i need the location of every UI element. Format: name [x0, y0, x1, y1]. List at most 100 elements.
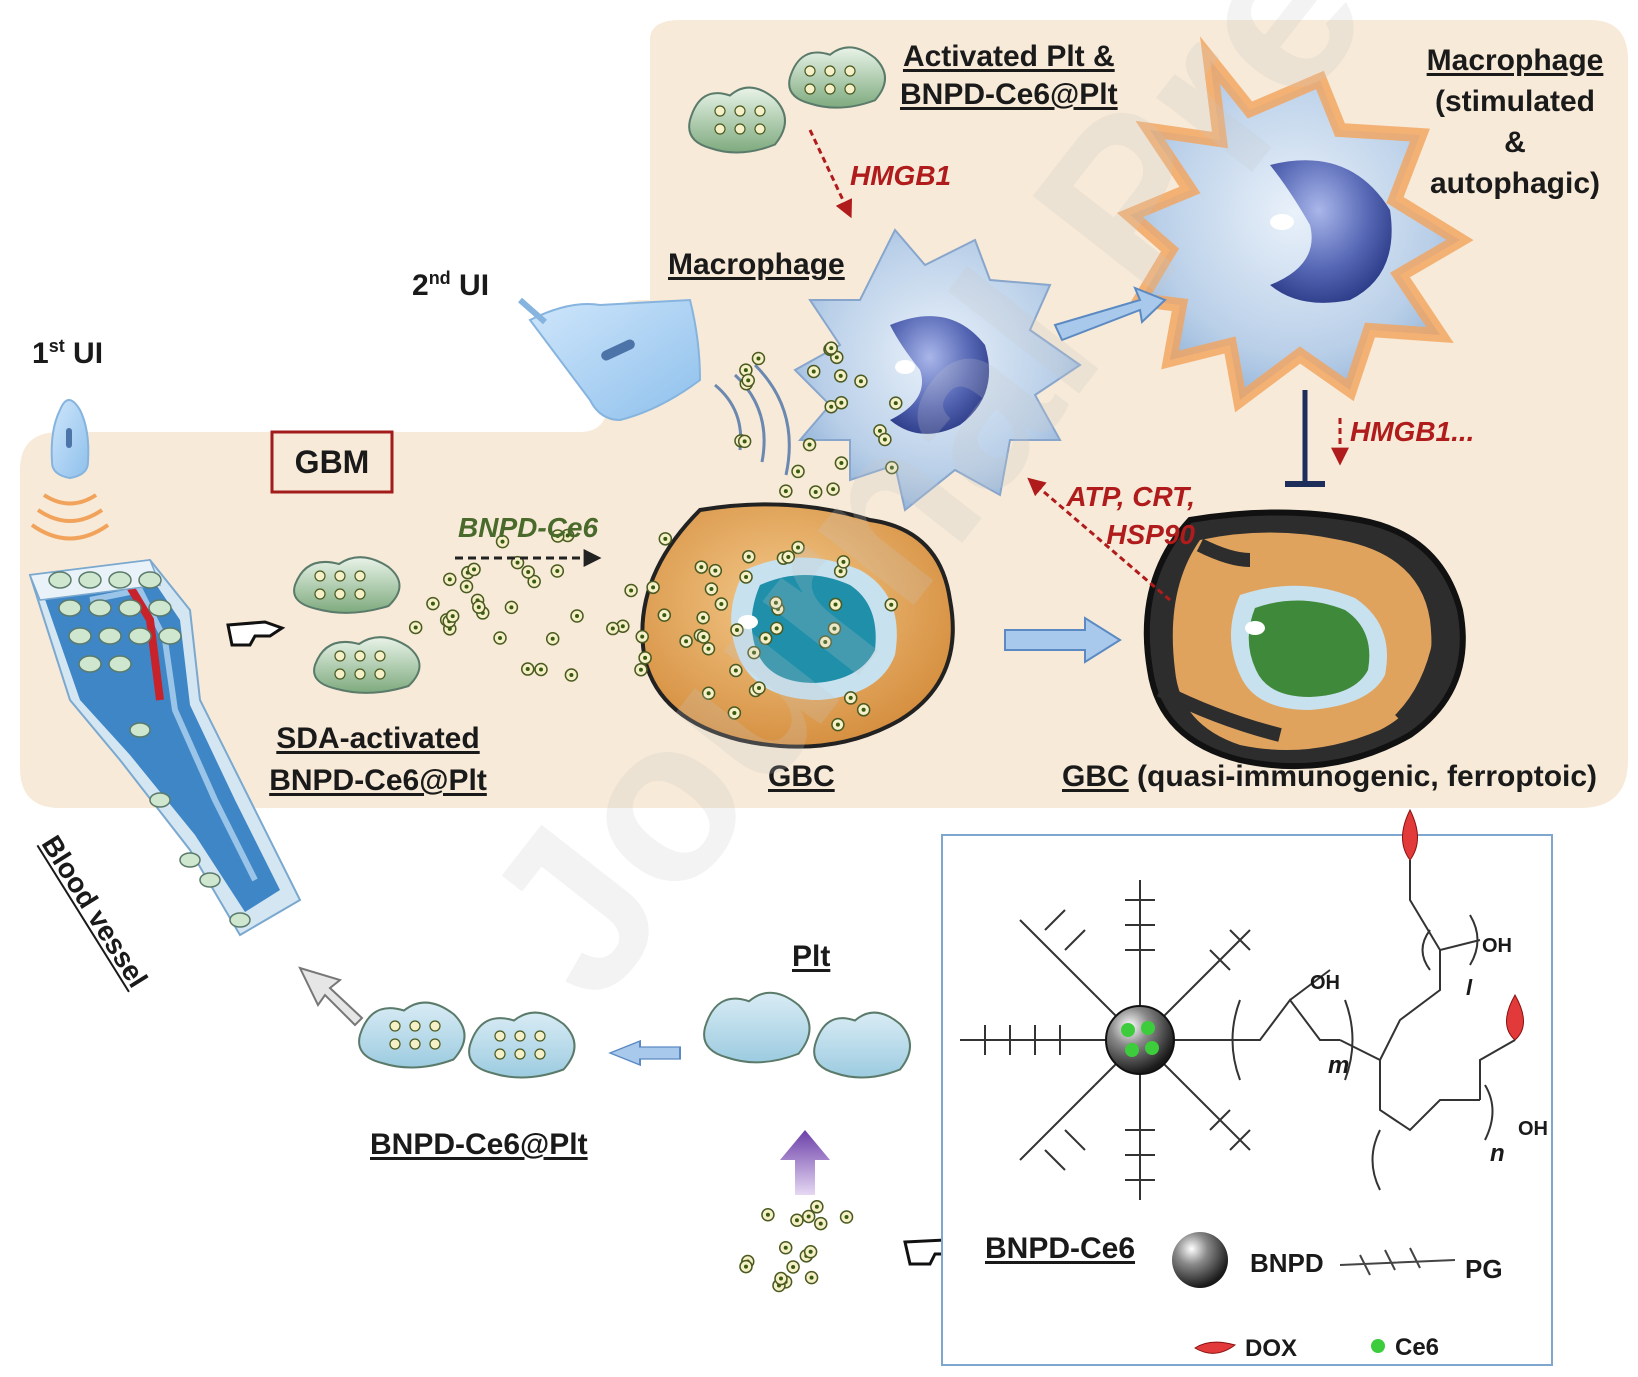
nanoparticle-dot: [833, 369, 848, 383]
vessel-platelet: [149, 792, 171, 808]
atp-crt-label: ATP, CRT, HSP90: [1055, 478, 1195, 554]
nanoparticle-dot: [694, 560, 709, 574]
nanoparticle-dot: [504, 600, 519, 615]
nanoparticle-dot: [634, 662, 648, 677]
nanoparticle-dot: [514, 1030, 526, 1042]
bnpd-ce6-plt-bottom-label: BNPD-Ce6@Plt: [370, 1128, 588, 1161]
nanoparticle-dot: [824, 341, 838, 355]
activated-plt-line2: BNPD-Ce6@Plt: [900, 78, 1118, 111]
nanoparticle-dot: [802, 437, 817, 452]
macrophage-cell: [793, 228, 1082, 512]
sub-m-label: m: [1328, 1052, 1350, 1079]
nanoparticle-dot: [831, 717, 845, 732]
nanoparticle-dot: [354, 650, 366, 662]
platelet: [813, 1011, 911, 1079]
nanoparticle-dot: [739, 1259, 753, 1274]
second-ui-label: 2nd UI: [412, 268, 489, 303]
nanoparticle-dot: [779, 484, 793, 498]
nanoparticle-dot: [824, 399, 838, 414]
vessel-platelet: [108, 571, 132, 589]
nanoparticle-dot: [818, 635, 833, 649]
platelet: [688, 86, 786, 154]
oh-label-3: OH: [1518, 1118, 1548, 1140]
macrophage-stim-line2: (stimulated: [1434, 85, 1596, 118]
nanoparticle-dot: [889, 396, 903, 410]
ce6-legend-label: Ce6: [1395, 1334, 1440, 1361]
vessel-platelet: [78, 571, 102, 589]
nanoparticle-dot: [714, 105, 726, 117]
nanoparticle-dot: [510, 555, 525, 570]
hmgb1-right-label: HMGB1...: [1350, 416, 1475, 447]
nanoparticle-dot: [374, 650, 386, 662]
nanoparticle-dot: [769, 621, 784, 636]
nanoparticle-dot: [734, 123, 746, 135]
nanoparticle-dot: [827, 621, 842, 636]
nanoparticle-dot: [714, 597, 729, 611]
nanoparticle-dot: [751, 351, 766, 366]
vessel-platelet: [48, 571, 72, 589]
second-ui-tail: UI: [450, 269, 490, 302]
platelet: [703, 991, 811, 1064]
vessel-platelet: [58, 599, 82, 617]
nanoparticle-dot: [884, 597, 899, 612]
first-ui-num: 1: [32, 337, 49, 370]
nanoparticle-dot: [791, 540, 805, 555]
first-ui-tail: UI: [64, 337, 104, 370]
nanoparticle-dot: [514, 1048, 526, 1060]
blood-vessel: [28, 558, 302, 937]
nanoparticle-dot: [885, 460, 899, 475]
gbc-ferro-b: (quasi-immunogenic, ferroptoic): [1128, 760, 1598, 793]
nanoparticle-dot: [409, 1020, 421, 1032]
sub-n-label: n: [1490, 1140, 1505, 1167]
arrow-left-plt: [608, 1039, 681, 1067]
nanoparticle-dot: [814, 1216, 828, 1231]
macrophage-label: Macrophage: [668, 248, 845, 281]
nanoparticle-dot: [701, 642, 716, 656]
nanoparticle-dot: [844, 65, 856, 77]
nanoparticle-dot: [493, 631, 507, 645]
nanoparticle-dot: [443, 572, 457, 587]
nanoparticle-dot: [679, 634, 693, 648]
nanoparticle-dot: [494, 1030, 506, 1042]
gbm-box: [270, 430, 394, 494]
nanoparticle-dot: [774, 1271, 788, 1286]
sda-line1: SDA-activated: [276, 722, 480, 755]
nanoparticle-dot: [843, 691, 858, 705]
nanoparticle-dot: [534, 1048, 546, 1060]
nanoparticle-dot: [534, 1030, 546, 1042]
nanoparticle-dot: [839, 1210, 854, 1224]
nanoparticle-dot: [804, 83, 816, 95]
pointing-hand-icon: [226, 620, 286, 647]
nanoparticle-dot: [730, 623, 744, 637]
nanoparticle-dot: [747, 645, 761, 660]
nanoparticle-dot: [739, 570, 753, 584]
macrophage-stim-line4: autophagic): [1430, 167, 1600, 200]
nanoparticle-dot: [408, 620, 423, 635]
dox-legend-mark: [1194, 1341, 1237, 1354]
nanoparticle-dot: [810, 1200, 824, 1214]
nanoparticle-dot: [856, 703, 871, 717]
nanoparticle-dot: [314, 570, 326, 582]
sda-label: SDA-activated BNPD-Ce6@Plt: [258, 718, 498, 802]
nanoparticle-dot: [334, 570, 346, 582]
vessel-platelet: [88, 599, 112, 617]
nanoparticle-dot: [844, 83, 856, 95]
gbc-ferroptotic: [1143, 509, 1466, 770]
nanoparticle-dot: [696, 611, 710, 625]
nanoparticle-dot: [769, 596, 783, 610]
nanoparticle-dot: [354, 588, 366, 600]
activated-plt-label: Activated Plt & BNPD-Ce6@Plt: [900, 38, 1118, 114]
platelet: [468, 1011, 576, 1079]
sub-l-label: l: [1466, 975, 1473, 1000]
nanoparticle-dot: [854, 374, 868, 388]
second-ui-num: 2: [412, 269, 429, 302]
nanoparticle-dot: [472, 600, 486, 614]
bnpd-legend-label: BNPD: [1250, 1248, 1324, 1278]
platelet: [313, 636, 421, 694]
nanoparticle-dot: [758, 631, 773, 646]
vessel-platelet: [129, 722, 151, 738]
nanoparticle-dot: [374, 668, 386, 680]
nanoparticle-dot: [409, 1038, 421, 1050]
nanoparticle-dot: [878, 432, 892, 447]
